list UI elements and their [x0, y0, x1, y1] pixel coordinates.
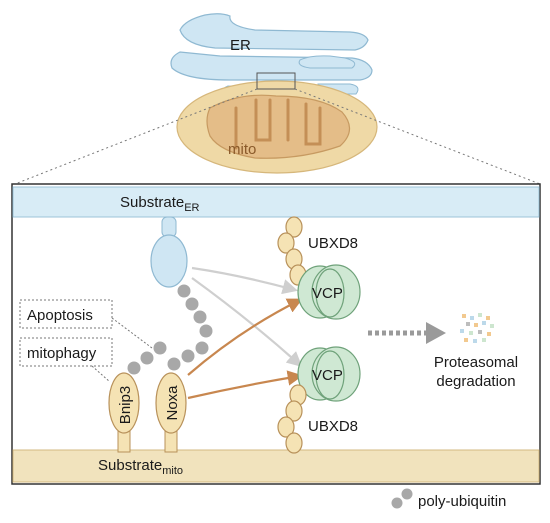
- zoom-line-right: [294, 88, 541, 185]
- vcp-bottom-label: VCP: [312, 367, 343, 384]
- zoom-region-box: [256, 72, 296, 90]
- zoom-line-left: [14, 88, 258, 185]
- poly-ubiquitin-legend-icon: [391, 488, 413, 509]
- substrate-mito-band: [12, 449, 540, 483]
- apoptosis-callout-box: [19, 299, 113, 329]
- arrow-gray-to-vcp-bottom: [191, 277, 303, 368]
- bnip3-protein: [108, 372, 140, 453]
- ubxd8-bottom-protein: [277, 384, 307, 454]
- ubiquitin-chain-mito: [127, 341, 209, 375]
- substrate-mito-label: Substratemito: [98, 457, 183, 477]
- mitophagy-label: mitophagy: [27, 345, 97, 362]
- mito-label: mito: [228, 141, 256, 158]
- arrow-gray-to-vcp-top: [191, 266, 298, 295]
- mito-organelle: [176, 80, 378, 174]
- er-organelle: [170, 13, 373, 97]
- apoptosis-label: Apoptosis: [27, 307, 93, 324]
- arrow-orange-to-vcp-bottom: [187, 370, 304, 400]
- ubxd8-top-label: UBXD8: [308, 235, 358, 252]
- substrate-er-label: SubstrateER: [120, 194, 200, 214]
- degradation-fragments-icon: [460, 313, 494, 343]
- ubiquitin-chain-er: [177, 284, 213, 338]
- vcp-bottom-complex: [297, 346, 361, 402]
- proteasomal-label-line1: Proteasomal: [434, 354, 518, 371]
- mitophagy-callout-box: [19, 337, 113, 367]
- arrow-to-proteasome-head: [426, 322, 446, 344]
- ubxd8-top-protein: [277, 216, 307, 286]
- proteasomal-label-line2: degradation: [436, 373, 515, 390]
- noxa-label: Noxa: [164, 385, 181, 421]
- arrow-orange-to-vcp-top: [187, 298, 303, 376]
- er-label: ER: [230, 37, 251, 54]
- apoptosis-callout-pointer: [111, 317, 153, 349]
- mitophagy-callout-pointer: [91, 365, 111, 383]
- noxa-protein: [155, 372, 187, 453]
- er-substrate-protein: [150, 216, 188, 288]
- bnip3-label: Bnip3: [117, 386, 134, 424]
- substrate-er-band: [12, 186, 540, 218]
- vcp-top-complex: [297, 264, 361, 320]
- poly-ubiquitin-legend-label: poly-ubiquitin: [418, 493, 506, 510]
- vcp-top-label: VCP: [312, 285, 343, 302]
- detail-panel: [11, 183, 541, 485]
- ubxd8-bottom-label: UBXD8: [308, 418, 358, 435]
